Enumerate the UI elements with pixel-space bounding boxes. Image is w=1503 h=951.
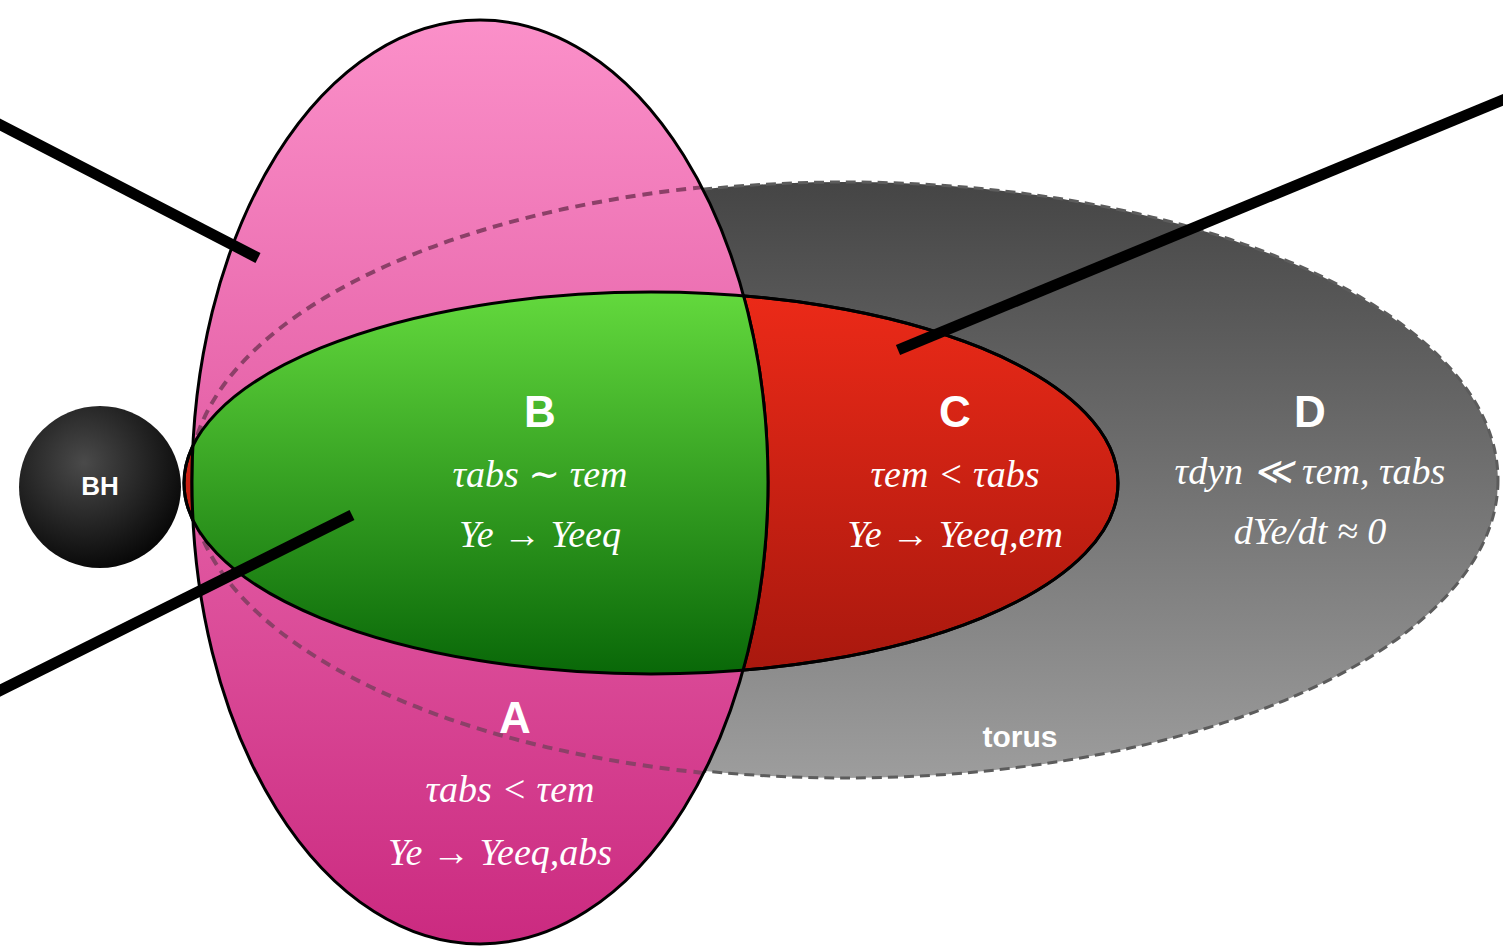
node-label: torus (983, 720, 1058, 755)
formula: τdyn ≪ τem, τabs (1175, 450, 1446, 494)
region-letter: A (499, 693, 531, 744)
formula: Ye → Yeeq (459, 513, 621, 557)
formula: Ye → Yeeq,em (847, 513, 1063, 557)
text-holder: τabs ∼ τem (452, 453, 627, 497)
absorption-ellipse: Aτabs < τem Ye → Yeeq,abs Bτabs ∼ τem Ye → … (190, 18, 770, 946)
formula: τabs < τem (426, 768, 595, 812)
region-letter: C (939, 387, 971, 438)
region-letter: D (1294, 387, 1326, 438)
text-holder: D (1294, 387, 1326, 438)
text-holder: A (499, 693, 531, 744)
text-holder: Ye → Yeeq,em (847, 513, 1063, 557)
text-holder: C (939, 387, 971, 438)
text-holder: τem < τabs (871, 453, 1040, 497)
formula: Ye → Yeeq,abs (388, 831, 612, 875)
text-holder: τdyn ≪ τem, τabs (1175, 450, 1446, 494)
region-letter: B (524, 387, 556, 438)
text-holder: torus (983, 720, 1058, 755)
text-holder: Ye → Yeeq,abs (388, 831, 612, 875)
formula: τabs ∼ τem (452, 453, 627, 497)
ray-line (0, 122, 258, 258)
node-label: BH (81, 472, 119, 502)
formula: τem < τabs (871, 453, 1040, 497)
text-holder: Ye → Yeeq (459, 513, 621, 557)
black-hole-circle: BH (18, 405, 182, 569)
text-holder: dYe/dt ≈ 0 (1234, 510, 1386, 554)
text-holder: τabs < τem (426, 768, 595, 812)
formula: dYe/dt ≈ 0 (1234, 510, 1386, 554)
text-holder: B (524, 387, 556, 438)
text-holder: BH (81, 472, 119, 502)
